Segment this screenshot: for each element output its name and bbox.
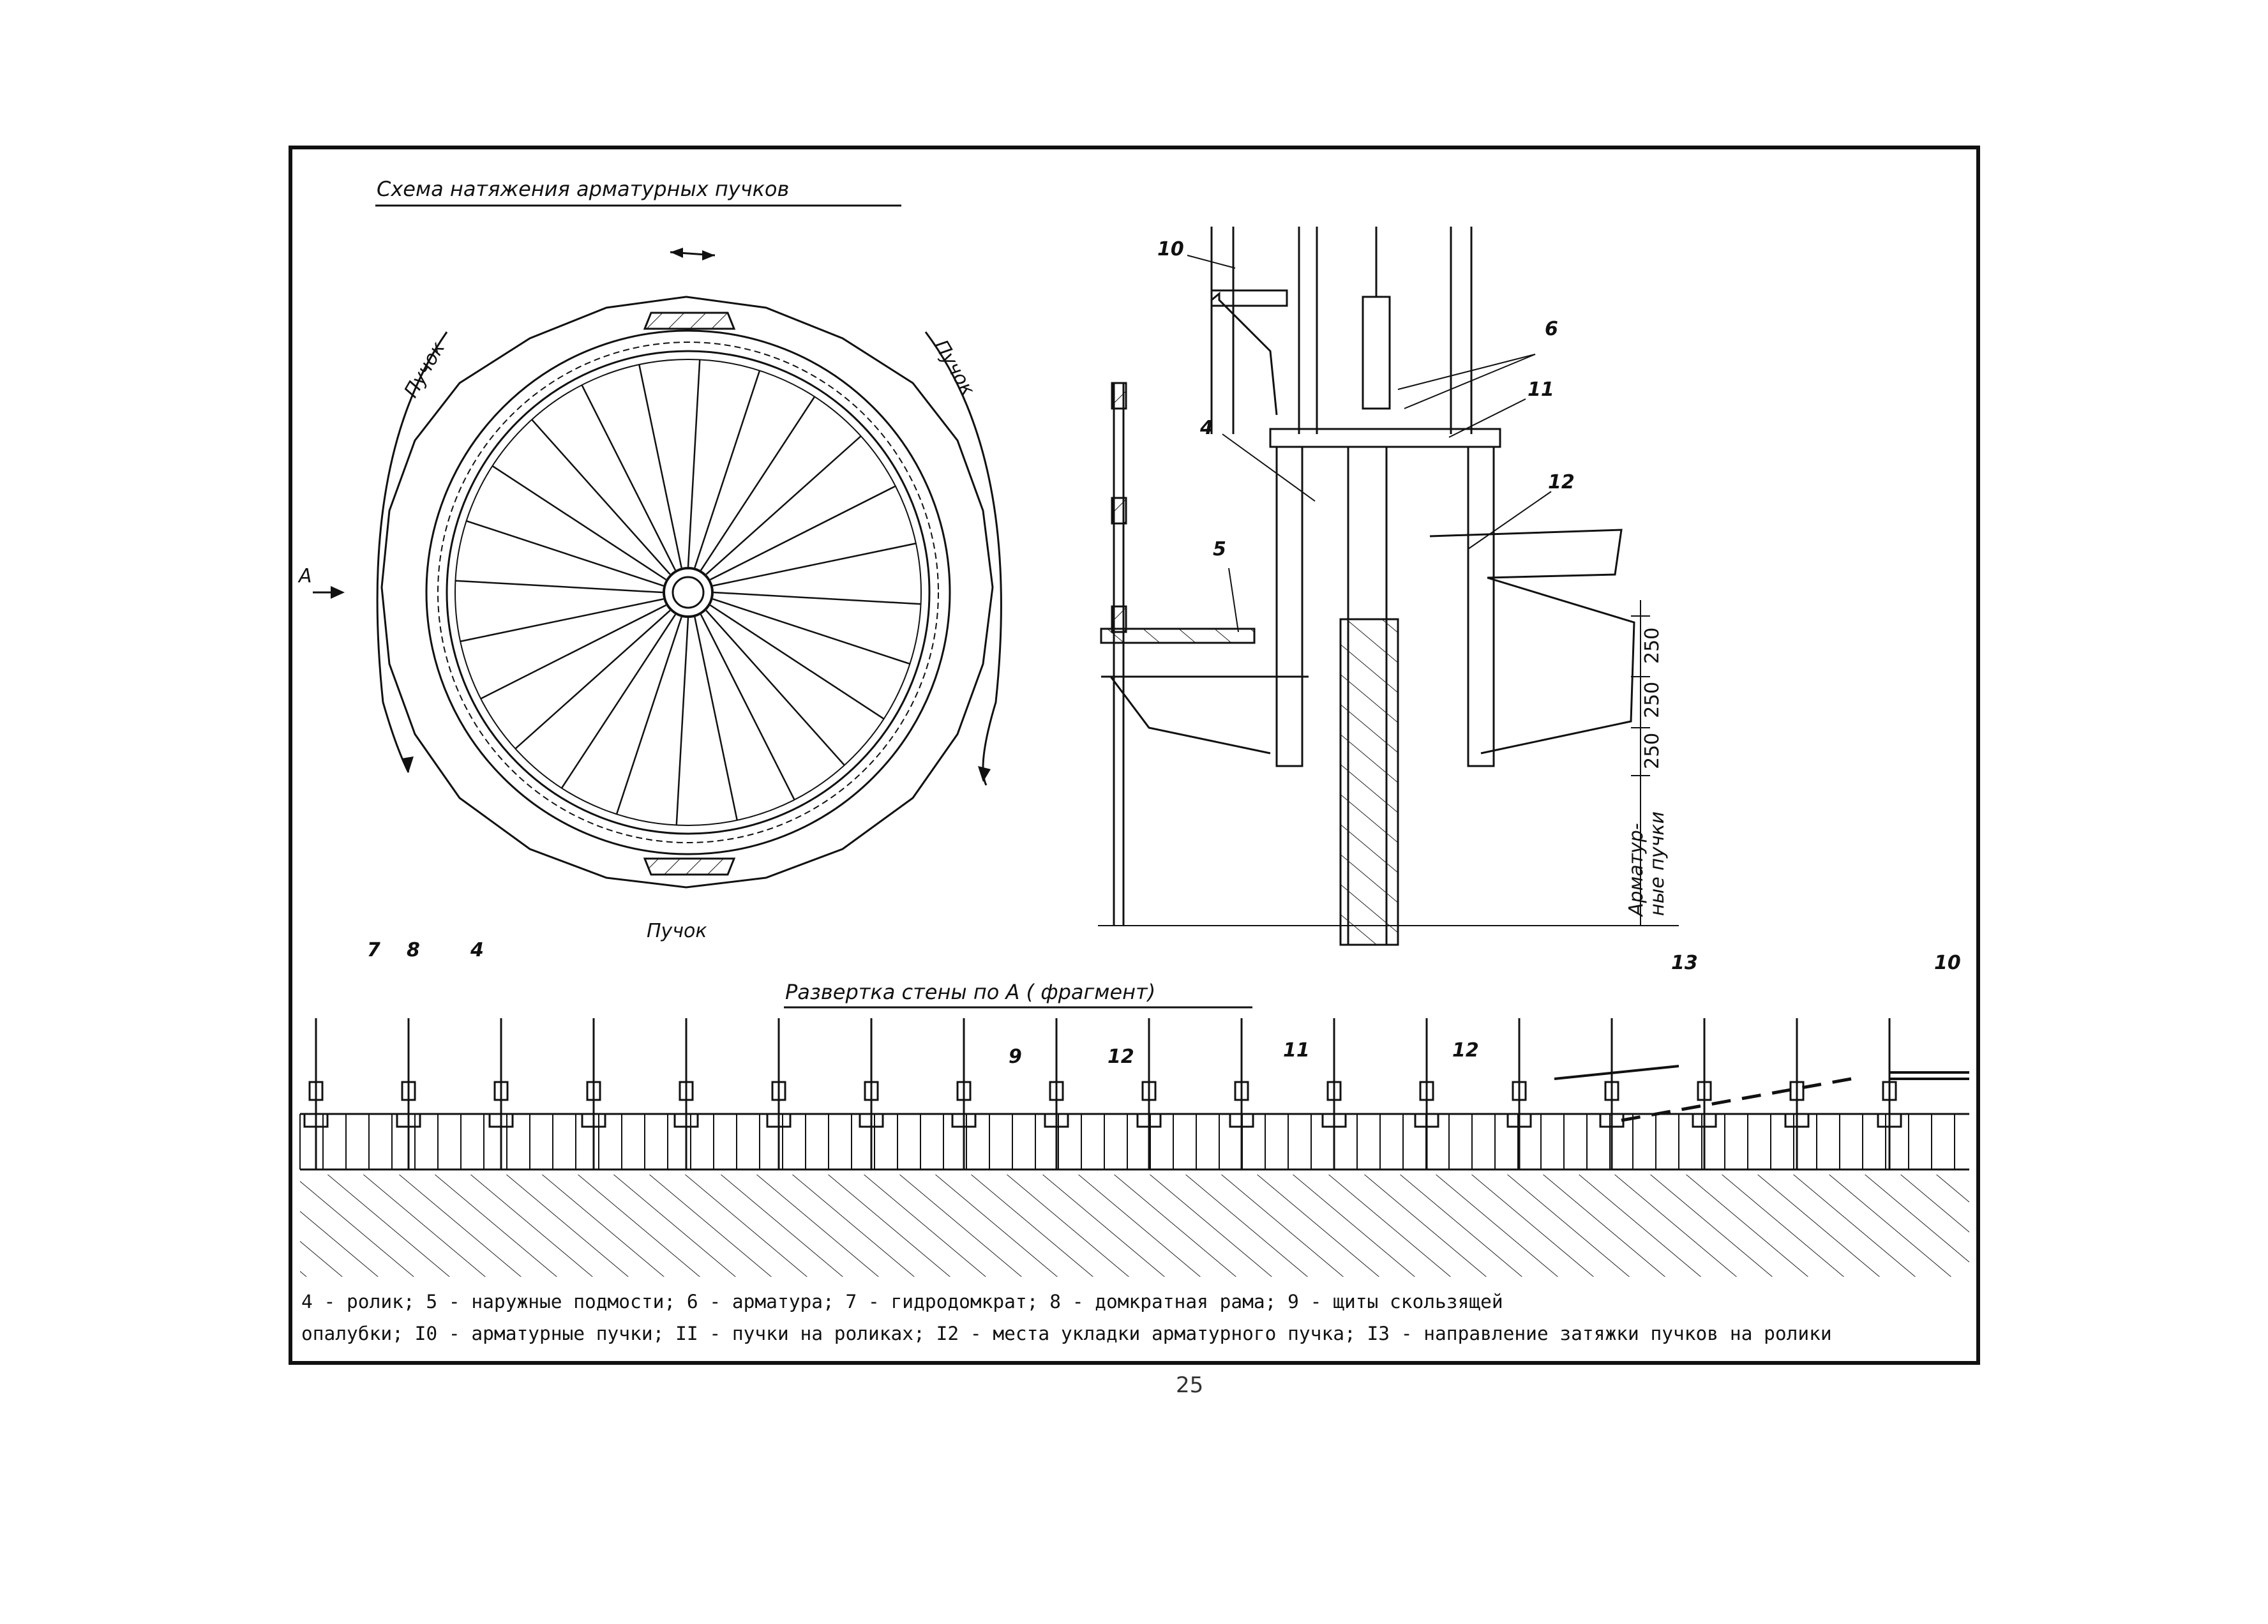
- outer-wall-polygon: [380, 296, 994, 889]
- callout-10-section: 10: [1157, 238, 1184, 260]
- jack: [1506, 1018, 1532, 1169]
- spoke: [694, 617, 738, 821]
- jack: [303, 1018, 329, 1169]
- rebar-label-line2: ные пучки: [1646, 811, 1669, 916]
- development-title: Развертка стены по А ( фрагмент): [785, 980, 1155, 1004]
- pull-direction-dashed: [1621, 1077, 1852, 1122]
- arrow-left: [376, 331, 448, 773]
- callout-11-section: 11: [1528, 379, 1554, 401]
- callout-8: 8: [407, 939, 420, 961]
- callout-12-section: 12: [1548, 471, 1575, 493]
- spoke: [675, 617, 689, 825]
- jack: [488, 1018, 514, 1169]
- jack-row: [299, 1018, 1955, 1169]
- pull-direction-line: [1554, 1065, 1679, 1080]
- wall-hatch: [300, 1175, 1969, 1277]
- arrow-right: [924, 331, 1002, 786]
- spoke: [709, 604, 885, 720]
- spoke: [460, 598, 664, 642]
- jack: [951, 1018, 977, 1169]
- callout-4-development: 4: [470, 939, 484, 961]
- jack: [766, 1018, 792, 1169]
- callout-7: 7: [367, 939, 380, 961]
- jack: [581, 1018, 606, 1169]
- bundle-label-right: Пучок: [929, 336, 979, 400]
- spoke: [694, 370, 761, 568]
- bundle-label-left: Пучок: [400, 338, 450, 402]
- spoke: [705, 435, 862, 575]
- spoke: [455, 580, 663, 594]
- jack: [396, 1018, 421, 1169]
- spoke: [713, 591, 921, 605]
- spoke: [712, 598, 910, 665]
- ring-diagram-title: Схема натяжения арматурных пучков: [377, 177, 789, 201]
- legend-line-1: 4 - ролик; 5 - наружные подмости; 6 - ар…: [301, 1291, 1503, 1312]
- wall-outer-circle: [425, 329, 951, 855]
- jack: [673, 1018, 699, 1169]
- drawing-frame: [289, 146, 1980, 1365]
- spoke: [531, 419, 671, 575]
- dimension-250-c: 250: [1641, 733, 1663, 769]
- callout-9: 9: [1009, 1046, 1022, 1068]
- spoke: [705, 610, 845, 766]
- callout-13: 13: [1671, 952, 1698, 974]
- spoke: [492, 465, 667, 581]
- callout-11-development: 11: [1283, 1039, 1310, 1062]
- spoke: [710, 485, 896, 581]
- rebar-label-line1: Арматур-: [1625, 823, 1648, 917]
- hub-inner: [672, 576, 705, 609]
- view-marker-label: А: [297, 565, 312, 587]
- hub-outer: [663, 567, 714, 618]
- jack: [1599, 1018, 1625, 1169]
- tendon-circle: [437, 342, 939, 843]
- ring-diagram: Схема натяжения арматурных пучков А Пучо…: [297, 177, 1002, 942]
- section-view: [1098, 227, 1679, 946]
- jack: [859, 1018, 884, 1169]
- spoke: [480, 604, 666, 700]
- spoke: [615, 617, 682, 815]
- dimension-250-b: 250: [1641, 682, 1663, 718]
- formwork-circle: [454, 359, 922, 826]
- spoke: [700, 396, 816, 571]
- page-number: 25: [1176, 1372, 1204, 1398]
- bundle-label-bottom: Пучок: [647, 920, 707, 942]
- spoke: [581, 384, 677, 571]
- section-labels: 10 6 11 4 12 5 250 250 250 Арматур- ные …: [1157, 238, 1669, 917]
- callout-12-a: 12: [1108, 1046, 1134, 1068]
- spoke: [560, 613, 677, 789]
- development-labels: 7 8 4 9 12 11 12 13 10: [367, 939, 1961, 1068]
- jack: [1044, 1018, 1069, 1169]
- spoke: [687, 359, 701, 568]
- dimension-250-a: 250: [1641, 628, 1663, 664]
- wall-inner-circle: [446, 350, 931, 835]
- jack: [1692, 1018, 1717, 1169]
- callout-4-section: 4: [1199, 417, 1213, 439]
- spoke: [514, 610, 671, 749]
- callout-10-development: 10: [1934, 952, 1961, 974]
- jack: [1877, 1018, 1902, 1169]
- anchor-block-bottom: [643, 857, 736, 876]
- spokes: [455, 359, 921, 825]
- jack: [1784, 1018, 1810, 1169]
- spoke: [700, 614, 795, 801]
- callout-6: 6: [1545, 318, 1558, 340]
- legend-line-2: опалубки; I0 - арматурные пучки; II - пу…: [301, 1323, 1832, 1344]
- development-view: Развертка стены по А ( фрагмент): [299, 980, 1969, 1277]
- spoke: [712, 543, 917, 587]
- spoke: [638, 364, 682, 568]
- callout-12-b: 12: [1452, 1039, 1479, 1062]
- jack: [1136, 1018, 1162, 1169]
- spoke: [466, 520, 664, 587]
- callout-5: 5: [1213, 538, 1226, 560]
- anchor-block-top: [643, 312, 736, 330]
